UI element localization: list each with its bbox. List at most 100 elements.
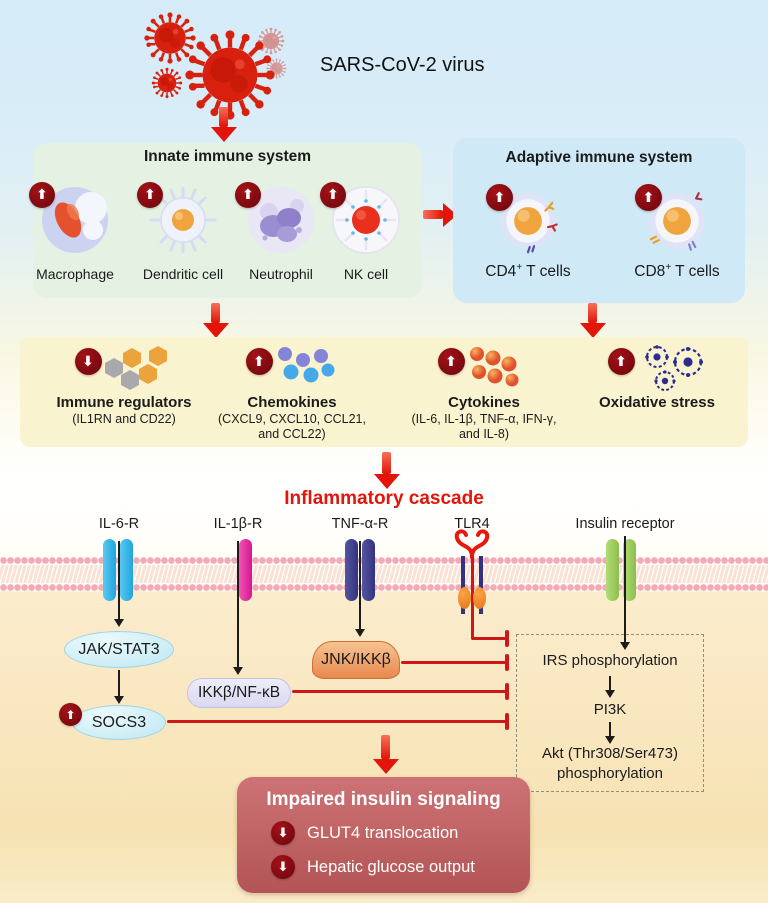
cell-label: Dendritic cell	[142, 266, 224, 282]
outcome-title: Impaired insulin signaling	[266, 789, 501, 810]
ikkb-nfkb-node: IKKβ/NF-κB	[187, 678, 291, 708]
arrow-to-outcome	[372, 735, 399, 774]
up-arrow-badge: ⬆	[235, 182, 261, 208]
arrow-tnfar-to-jnk	[359, 541, 361, 631]
ikkb-nfkb-label: IKKβ/NF-κB	[197, 684, 281, 701]
immune-regulators-icon	[104, 346, 167, 390]
arrow-innate-to-mediators	[202, 303, 229, 338]
inhibition-jnk	[401, 661, 506, 664]
receptor-label-il1br: IL-1β-R	[213, 516, 263, 532]
up-arrow-badge: ⬆	[320, 182, 346, 208]
arrow-jak-to-socs3	[118, 670, 120, 698]
up-arrow-badge: ⬆	[486, 184, 513, 211]
adaptive-title: Adaptive immune system	[505, 149, 693, 166]
socs3-label: SOCS3	[91, 713, 147, 731]
inhibition-tlr4-bar	[505, 630, 509, 647]
receptor-label-tnfar: TNF-α-R	[331, 516, 389, 532]
virus-icon-faded-2	[266, 58, 287, 79]
up-arrow-badge: ⬆	[59, 703, 82, 726]
innate-title: Innate immune system	[143, 148, 312, 165]
receptor-label-insulin: Insulin receptor	[575, 516, 675, 532]
arrow-virus-to-innate	[210, 107, 237, 142]
tlr4-receptor	[454, 529, 490, 559]
outcome-item: ⬇ Hepatic glucose output	[271, 855, 530, 879]
outcome-item: ⬇ GLUT4 translocation	[271, 821, 530, 845]
inhibition-tlr4	[471, 637, 506, 640]
akt-label: Akt (Thr308/Ser473) phosphorylation	[542, 745, 678, 782]
macrophage-icon	[42, 187, 108, 253]
insulin-receptor	[606, 539, 619, 601]
cytokines-icon	[469, 347, 518, 387]
cell-neutrophil: ⬆ Neutrophil	[229, 182, 333, 282]
mediator-title: Chemokines	[247, 394, 337, 411]
inhibition-ikk-bar	[505, 683, 509, 700]
oxidative-stress-icon	[644, 345, 703, 391]
t-cell-icon	[649, 192, 705, 251]
cascade-label: Inflammatory cascade	[284, 488, 484, 509]
cell-dendritic: ⬆ Dendritic cell	[131, 182, 235, 282]
inhibition-jnk-bar	[505, 654, 509, 671]
arrow-il6r-to-jak	[118, 541, 120, 621]
cell-label: NK cell	[343, 266, 389, 282]
tlr4-adaptor	[473, 587, 486, 609]
inhibition-socs3-bar	[505, 713, 509, 730]
mediator-title: Immune regulators	[56, 394, 192, 411]
tnfar-receptor	[345, 539, 358, 601]
il6r-receptor	[103, 539, 116, 601]
inhibition-ikk	[292, 690, 506, 693]
outcome-box: Impaired insulin signaling ⬇ GLUT4 trans…	[237, 777, 530, 893]
socs3-node: SOCS3	[72, 705, 166, 740]
down-arrow-badge: ⬇	[271, 855, 295, 879]
mediator-title: Cytokines	[448, 394, 520, 411]
mediator-cytokines: ⬆ Cytokines (IL-6, IL-1β, TNF-α, IFN-γ, …	[404, 344, 564, 442]
lipid-heads-top	[0, 556, 768, 565]
il1br-receptor	[239, 539, 252, 601]
irs-label: IRS phosphorylation	[542, 652, 678, 669]
lipid-tails	[0, 565, 768, 583]
tlr4-stem	[479, 556, 483, 614]
jak-stat3-label: JAK/STAT3	[78, 640, 160, 658]
cell-label: Macrophage	[36, 266, 114, 282]
receptor-label-il6r: IL-6-R	[98, 516, 140, 532]
cell-label: CD8+ T cells	[634, 262, 720, 281]
lipid-heads-bottom	[0, 583, 768, 592]
tlr4-signal-line	[471, 557, 474, 639]
virus-icon-faded-1	[257, 27, 285, 55]
cell-cd8: ⬆ CD8+ T cells	[625, 184, 729, 281]
jak-stat3-node: JAK/STAT3	[64, 631, 174, 668]
outcome-item-label: GLUT4 translocation	[307, 823, 459, 842]
il1br-receptor	[222, 539, 235, 601]
mediator-chemokines: ⬆ Chemokines (CXCL9, CXCL10, CCL21, and …	[212, 344, 372, 442]
virus-icon-medium	[143, 11, 197, 65]
arrow-mediators-to-cascade	[373, 452, 400, 489]
insulin-receptor	[623, 539, 636, 601]
mediator-immune-regulators: ⬇ Immune regulators (IL1RN and CD22)	[44, 344, 204, 427]
cell-macrophage: ⬆ Macrophage	[23, 182, 127, 282]
dendritic-cell-icon	[149, 186, 217, 254]
arrow-il1br-to-ikk	[237, 541, 239, 669]
tlr4-stem	[461, 556, 465, 614]
il6r-receptor	[120, 539, 133, 601]
receptor-label-tlr4: TLR4	[454, 516, 490, 532]
arrow-adaptive-to-mediators	[579, 303, 606, 338]
cell-label: CD4+ T cells	[485, 262, 571, 281]
neutrophil-icon	[248, 187, 314, 253]
up-arrow-badge: ⬆	[635, 184, 662, 211]
chemokines-icon	[277, 347, 334, 383]
mediator-subtitle: (CXCL9, CXCL10, CCL21, and CCL22)	[218, 412, 366, 441]
jnk-ikkb-node: JNK/IKKβ	[312, 641, 400, 679]
cell-nk: ⬆ NK cell	[314, 182, 418, 282]
pi3k-label: PI3K	[593, 701, 627, 718]
mediator-subtitle: (IL-6, IL-1β, TNF-α, IFN-γ, and IL-8)	[411, 412, 557, 441]
outcome-item-label: Hepatic glucose output	[307, 857, 475, 876]
main-title: SARS-CoV-2 virus	[320, 54, 485, 76]
arrow-irs-to-pi3k	[609, 676, 611, 692]
arrow-insulin-to-irs	[624, 536, 626, 644]
up-arrow-badge: ⬆	[607, 348, 635, 375]
arrow-pi3k-to-akt	[609, 722, 611, 738]
t-cell-icon	[500, 193, 558, 254]
insulin-pathway-box	[516, 634, 704, 792]
cell-label: Neutrophil	[249, 266, 313, 282]
cell-membrane	[0, 556, 768, 592]
